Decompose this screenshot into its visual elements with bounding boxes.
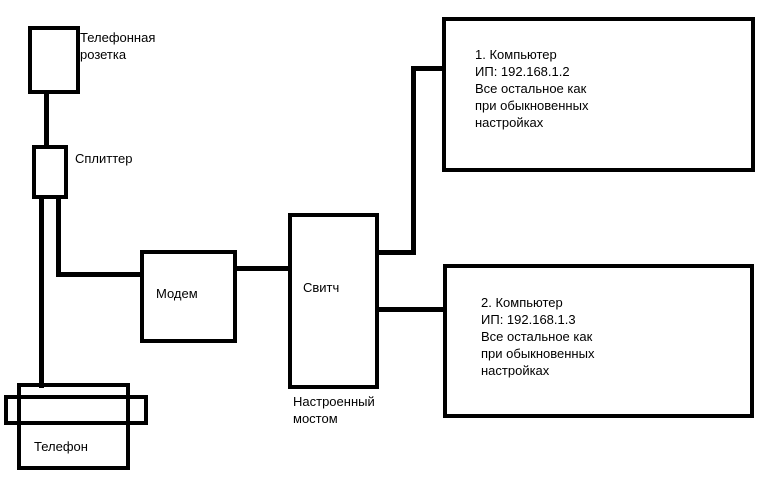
- computer-2-line-5: настройках: [481, 363, 550, 378]
- computer-2-line-4: при обыкновенных: [481, 346, 595, 361]
- switch-to-computer2-line: [376, 307, 447, 312]
- computer-1-line-5: настройках: [475, 115, 544, 130]
- splitter-to-modem-line-horizontal: [56, 272, 143, 277]
- splitter-to-phone-line: [39, 196, 44, 388]
- switch-note: Настроенный мостом: [293, 393, 403, 427]
- modem-label: Модем: [156, 286, 198, 301]
- computer-1-line-3: Все остальное как: [475, 81, 587, 96]
- switch-note-line-1: Настроенный: [293, 394, 375, 409]
- wall-socket-label: Телефонная розетка: [80, 29, 180, 63]
- computer-2-box: [443, 264, 754, 418]
- splitter-box: [32, 145, 68, 199]
- computer-2-text: 2. Компьютер ИП: 192.168.1.3 Все остальн…: [481, 294, 741, 379]
- modem-to-switch-line: [234, 266, 290, 271]
- computer-1-box: [442, 17, 755, 172]
- switch-box: [288, 213, 379, 389]
- wall-socket-label-line-2: розетка: [80, 47, 127, 62]
- switch-to-computer1-line-vertical: [411, 66, 416, 255]
- switch-note-line-2: мостом: [293, 411, 338, 426]
- splitter-label: Сплиттер: [75, 151, 133, 166]
- computer-2-line-3: Все остальное как: [481, 329, 593, 344]
- switch-to-computer1-line-horizontal-high: [411, 66, 445, 71]
- modem-box: [140, 250, 237, 343]
- computer-2-line-2: ИП: 192.168.1.3: [481, 312, 576, 327]
- computer-1-line-1: 1. Компьютер: [475, 47, 557, 62]
- phone-label: Телефон: [34, 439, 88, 454]
- computer-1-text: 1. Компьютер ИП: 192.168.1.2 Все остальн…: [475, 46, 735, 131]
- computer-1-line-4: при обыкновенных: [475, 98, 589, 113]
- socket-to-splitter-line: [44, 92, 49, 147]
- phone-body-box: [17, 383, 130, 470]
- computer-2-line-1: 2. Компьютер: [481, 295, 563, 310]
- computer-1-line-2: ИП: 192.168.1.2: [475, 64, 570, 79]
- switch-label: Свитч: [303, 280, 340, 295]
- wall-socket-label-line-1: Телефонная: [80, 30, 156, 45]
- switch-to-computer1-line-horizontal-low: [376, 250, 416, 255]
- wall-socket-box: [28, 26, 80, 94]
- splitter-to-modem-line-vertical: [56, 196, 61, 276]
- phone-handset-box: [4, 395, 148, 425]
